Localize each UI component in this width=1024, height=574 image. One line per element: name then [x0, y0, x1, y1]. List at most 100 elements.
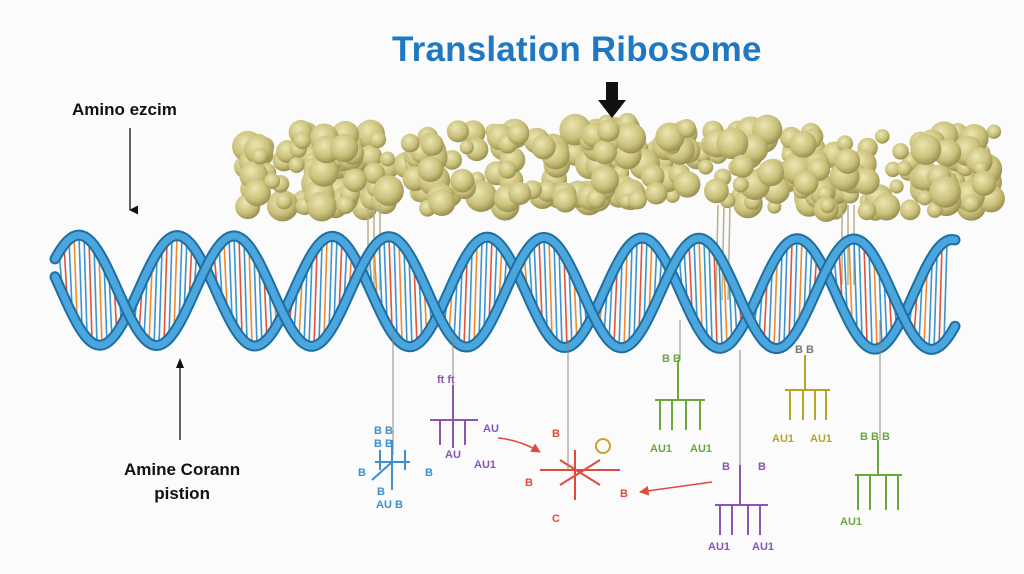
ribosome-bead: [336, 196, 355, 215]
ribosome-bead: [590, 165, 620, 194]
svg-text:AU1: AU1: [690, 443, 712, 455]
top-label: Amino ezcim: [72, 100, 177, 119]
base-pair: [708, 242, 713, 344]
base-pair: [313, 250, 318, 347]
ribosome-bead: [450, 168, 475, 193]
svg-text:AU1: AU1: [810, 433, 832, 445]
base-pair: [153, 258, 158, 346]
base-pair: [258, 261, 263, 346]
base-pair: [783, 246, 788, 347]
ribosome-bead: [531, 134, 556, 160]
base-pair: [228, 236, 233, 319]
svg-text:AU1: AU1: [708, 541, 730, 553]
base-pair: [238, 237, 243, 336]
base-pair: [788, 241, 793, 342]
ribosome-bead: [971, 170, 997, 196]
ribosome-bead: [677, 119, 697, 138]
svg-text:B: B: [377, 486, 385, 498]
ribosome-bead: [645, 182, 668, 205]
base-pair: [453, 279, 458, 341]
ribosome-bead: [730, 154, 755, 178]
ribosome-bead: [857, 201, 877, 221]
ribosome-bead: [673, 171, 701, 198]
trna-olive: B B AU1 AU1: [772, 344, 832, 445]
base-pair: [928, 261, 933, 350]
base-pair: [243, 240, 248, 341]
trna-red: B B B C: [525, 428, 628, 525]
base-pair: [223, 240, 228, 309]
ribosome-bead: [421, 133, 444, 156]
base-pair: [618, 260, 623, 348]
base-pair: [488, 237, 493, 326]
base-pair: [553, 241, 558, 343]
ribosome-bead: [264, 173, 281, 189]
ribosome-bead: [417, 156, 444, 182]
diagram-title: Translation Ribosome: [392, 30, 762, 69]
ribosome-bead: [446, 120, 469, 143]
base-pair: [543, 237, 548, 330]
base-pair: [643, 238, 648, 327]
ribosome-bead: [872, 192, 901, 221]
base-pair: [868, 248, 873, 348]
base-pair: [83, 236, 88, 335]
base-pair: [458, 269, 463, 345]
base-pair: [328, 236, 333, 334]
ribosome-bead: [597, 119, 620, 142]
ribosome-bead: [615, 122, 647, 154]
base-pair: [938, 247, 943, 347]
ribosome-bead: [369, 131, 387, 149]
base-pair: [478, 240, 483, 341]
helix-strand-front: [51, 231, 959, 353]
base-pair: [408, 253, 413, 347]
ribosome-bead: [834, 148, 861, 174]
ribosome-bead: [508, 182, 532, 205]
base-pair: [763, 281, 768, 342]
ribosome-bead: [428, 189, 456, 217]
ribosome-bead: [498, 160, 517, 179]
trna-purple-1: ft ft AU AU1 AU: [430, 374, 499, 471]
base-pair: [298, 278, 303, 340]
ribosome-bead: [875, 129, 890, 144]
base-pair: [168, 238, 173, 339]
base-pair: [78, 235, 83, 327]
base-pair: [333, 236, 338, 326]
ribosome-bead: [962, 194, 981, 213]
base-pair: [538, 238, 543, 321]
ribosome-bead: [251, 147, 268, 165]
base-pair: [383, 237, 388, 320]
ribosome-bead: [330, 133, 359, 163]
svg-text:B: B: [552, 428, 560, 440]
base-pair: [88, 239, 93, 341]
ribosome-bead: [698, 159, 714, 175]
base-pair: [933, 253, 938, 350]
base-pair: [798, 238, 803, 328]
base-pair: [388, 236, 393, 329]
svg-text:B: B: [722, 461, 730, 473]
base-pair: [713, 248, 718, 347]
ribosome-bead: [308, 156, 339, 187]
base-pair: [378, 240, 383, 310]
ribosome-bead: [553, 188, 578, 213]
base-pair: [878, 265, 883, 349]
base-pair: [253, 253, 258, 347]
base-pair: [98, 252, 103, 346]
base-pair: [923, 271, 928, 347]
svg-text:AU1: AU1: [650, 443, 672, 455]
ribosome-bead: [359, 144, 382, 168]
svg-text:B B: B B: [374, 438, 393, 450]
base-pair: [548, 238, 553, 337]
base-pair: [863, 243, 868, 344]
ribosome-bead: [716, 127, 749, 160]
base-pair: [393, 237, 398, 336]
base-pair: [143, 278, 148, 339]
base-pair: [773, 261, 778, 349]
base-pair: [318, 243, 323, 344]
svg-text:B B: B B: [662, 353, 681, 365]
ribosome-bead: [640, 164, 665, 189]
base-pair: [68, 239, 73, 308]
base-pair: [533, 241, 538, 311]
base-pair: [633, 240, 638, 341]
base-pair: [468, 251, 473, 347]
